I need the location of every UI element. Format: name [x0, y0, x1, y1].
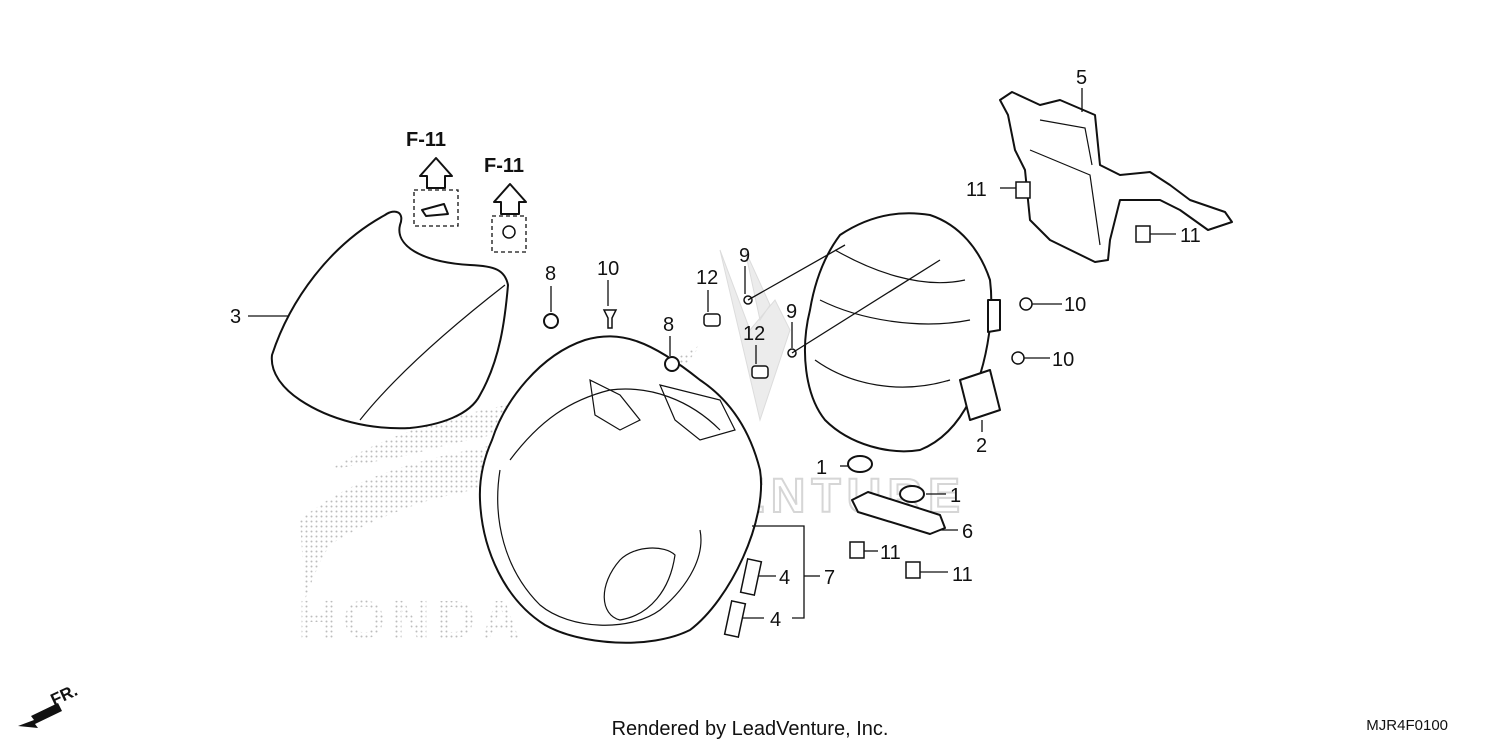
callout-11d: 11 — [952, 564, 973, 586]
callout-8b: 8 — [663, 314, 674, 336]
f11-reference-1: F-11 — [406, 129, 459, 227]
callout-4a: 4 — [779, 567, 790, 589]
f11-label-1: F-11 — [406, 129, 446, 151]
part-7-front-cowl — [478, 335, 763, 644]
small-parts — [543, 181, 1151, 638]
callout-10b: 10 — [1064, 294, 1086, 316]
front-indicator-label: FR. — [48, 681, 81, 710]
callout-9b: 9 — [786, 301, 797, 323]
callout-12b: 12 — [743, 323, 765, 345]
callout-5: 5 — [1076, 67, 1087, 89]
diagram-code: MJR4F0100 — [1366, 717, 1448, 734]
callout-10c: 10 — [1052, 349, 1074, 371]
f11-reference-2: F-11 — [484, 155, 527, 253]
callout-1b: 1 — [950, 485, 961, 507]
front-arrow-icon — [18, 703, 62, 728]
callout-labels: 1 1 2 3 4 4 5 6 7 8 8 9 9 10 10 10 11 11… — [230, 67, 1201, 631]
callout-1a: 1 — [816, 457, 827, 479]
part-5-bracket — [999, 91, 1233, 263]
honda-logo-text: HONDA — [298, 590, 526, 650]
callout-10a: 10 — [597, 258, 619, 280]
part-3-top-cover — [270, 210, 509, 430]
callout-11c: 11 — [880, 542, 901, 564]
callout-9a: 9 — [739, 245, 750, 267]
callout-6: 6 — [962, 521, 973, 543]
plate-6 — [851, 491, 946, 535]
part-2-headlight — [804, 212, 1001, 453]
grommet-1b — [899, 485, 925, 503]
footer-credit: Rendered by LeadVenture, Inc. — [611, 718, 889, 740]
leader-lines — [248, 88, 1176, 619]
callout-11b: 11 — [1180, 225, 1201, 247]
f11-label-2: F-11 — [484, 155, 524, 177]
callout-12a: 12 — [696, 267, 718, 289]
callout-3: 3 — [230, 306, 241, 328]
callout-7: 7 — [824, 567, 835, 589]
callout-11a: 11 — [966, 179, 987, 201]
grommet-1a — [847, 455, 873, 473]
callout-8a: 8 — [545, 263, 556, 285]
callout-4b: 4 — [770, 609, 781, 631]
callout-2: 2 — [976, 435, 987, 457]
